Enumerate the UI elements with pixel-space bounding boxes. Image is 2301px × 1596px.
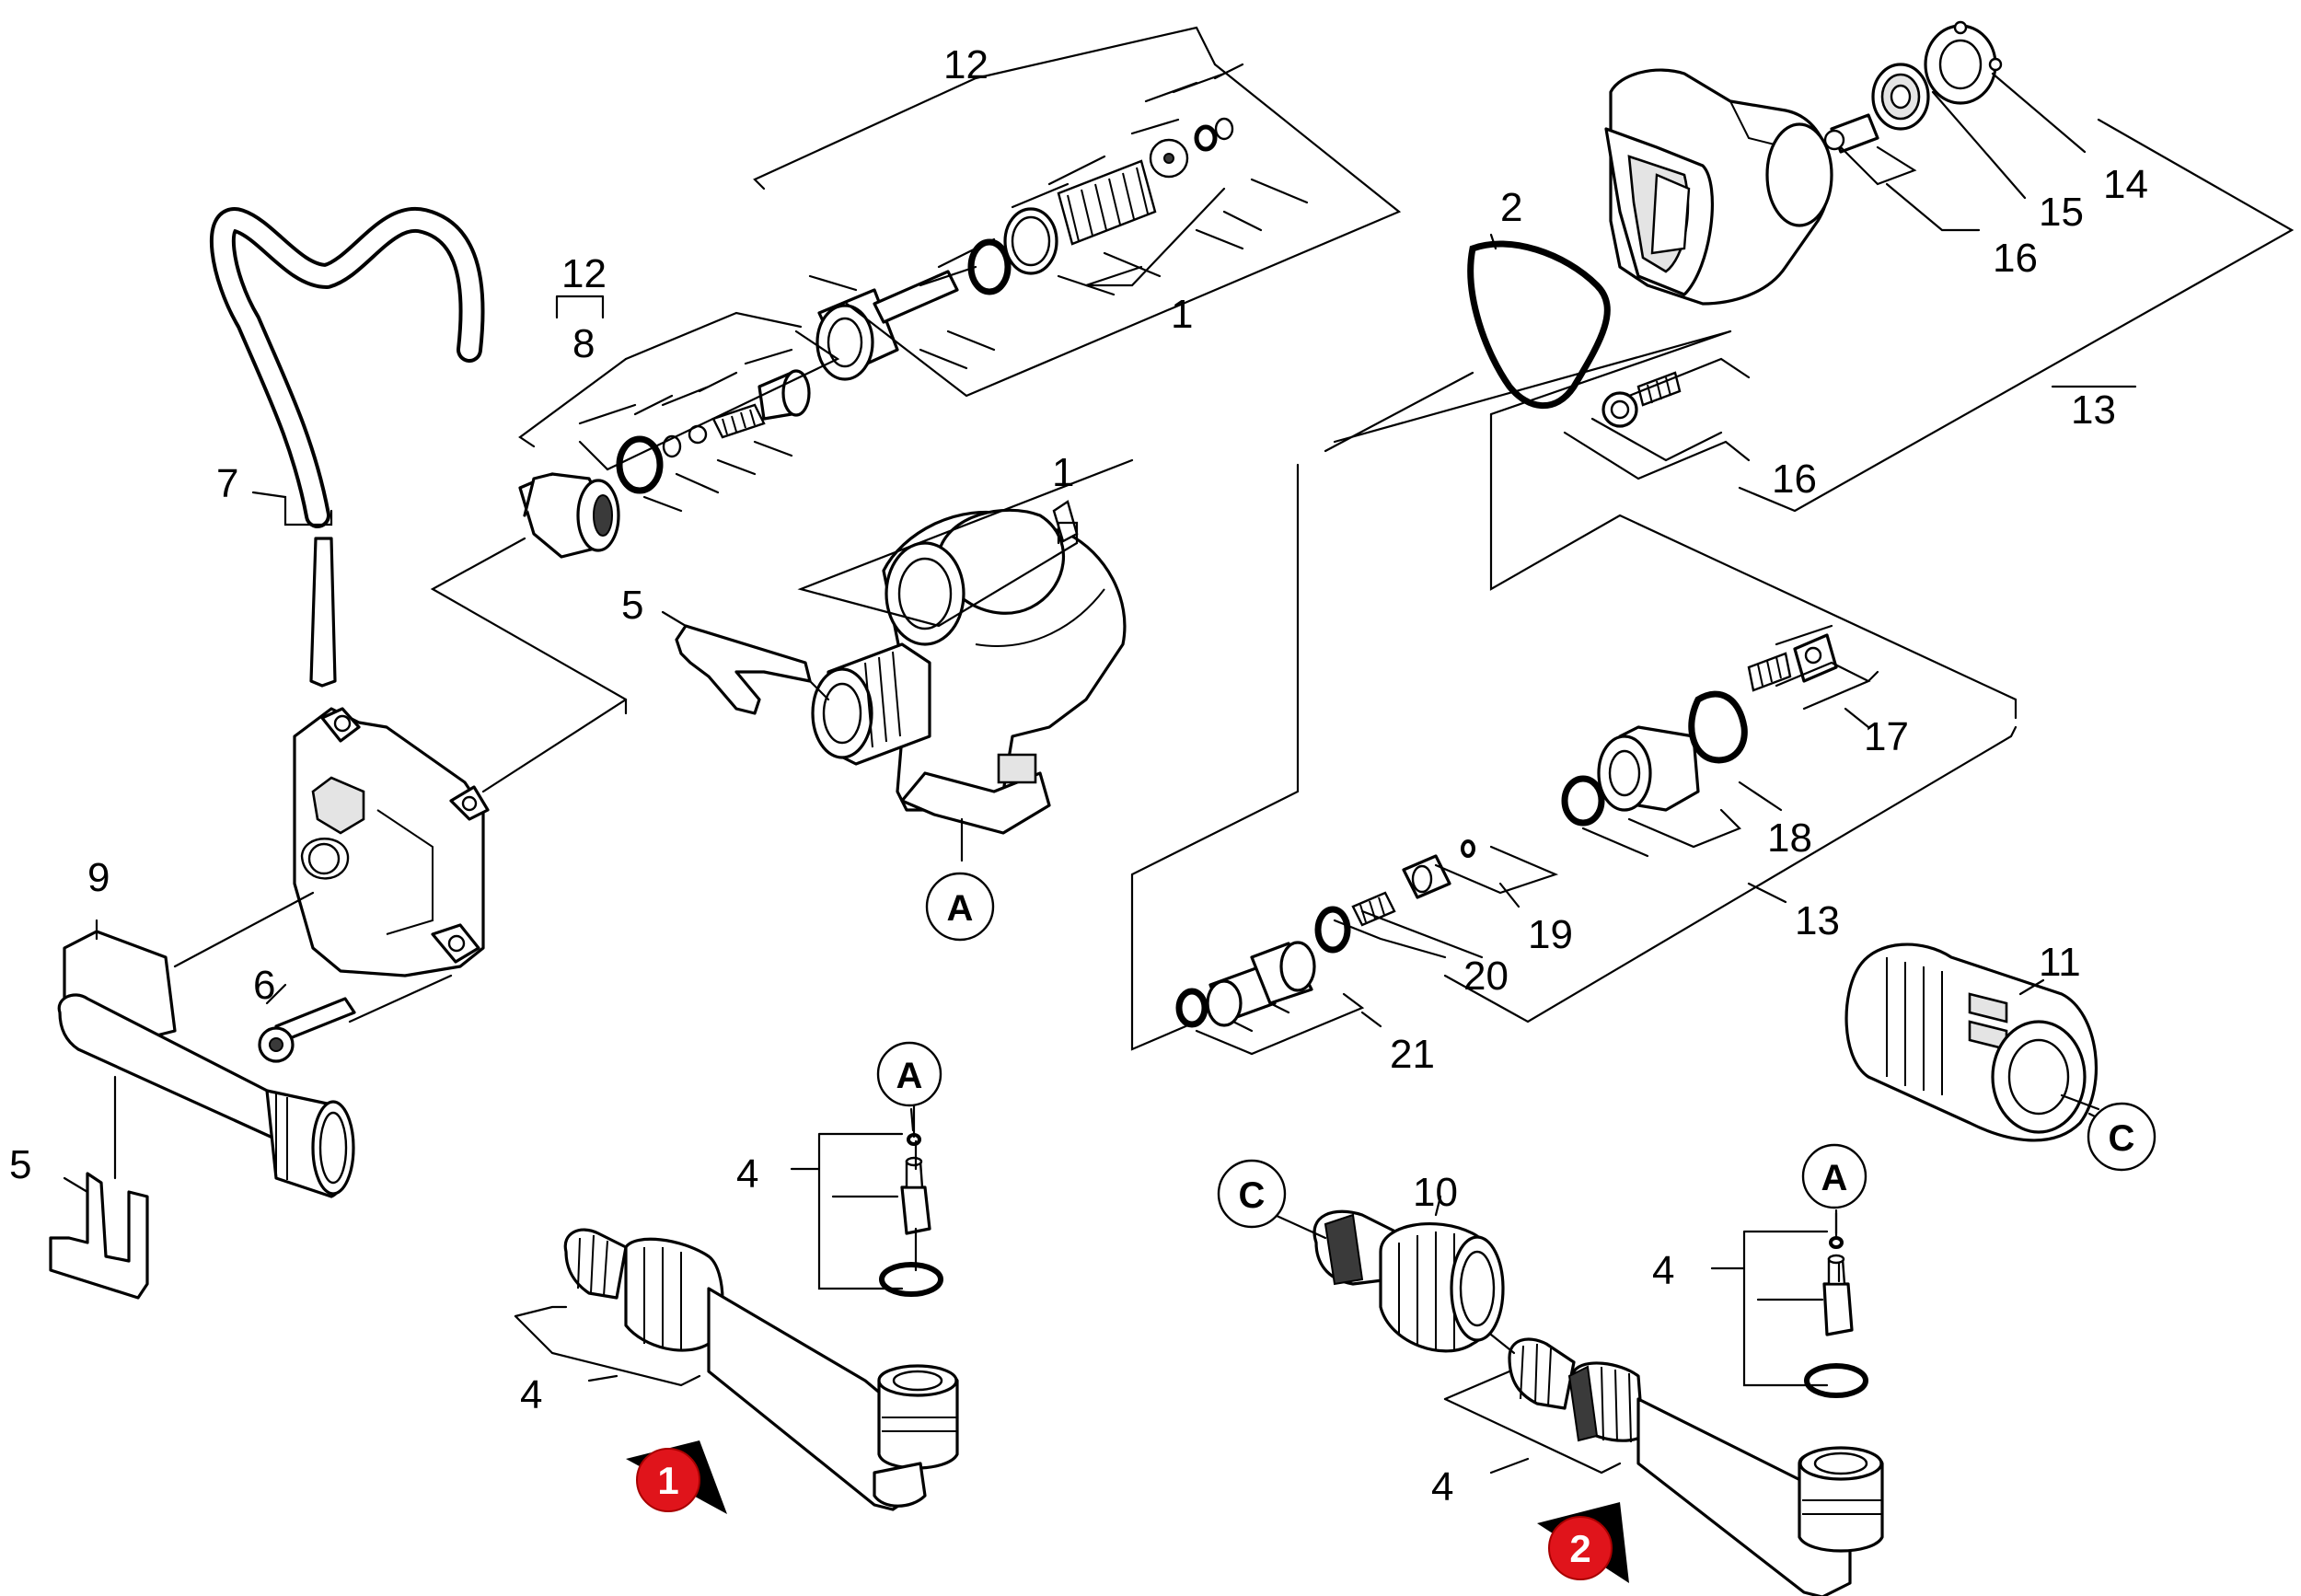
callout-1-valve: 1 (1171, 292, 1193, 337)
seal-set-14-15-16 (1823, 20, 2003, 154)
callout-21: 21 (1390, 1032, 1435, 1077)
reference-markers: A A A C C (876, 872, 2156, 1229)
callout-2: 2 (1500, 185, 1522, 230)
callout-11: 11 (2039, 940, 2081, 985)
callout-16-lower: 16 (1772, 457, 1817, 502)
valve-set-19-20-21 (1175, 839, 1475, 1028)
callout-4-right-lower: 4 (1431, 1464, 1453, 1509)
callout-19: 19 (1528, 912, 1573, 957)
callout-18: 18 (1767, 815, 1812, 861)
retaining-clip-upper (675, 624, 812, 715)
callout-5-lower: 5 (9, 1142, 31, 1187)
svg-text:A: A (1821, 1158, 1848, 1198)
callout-12-left: 12 (561, 251, 607, 296)
center-pump-body (811, 500, 1127, 835)
callout-17: 17 (1864, 714, 1909, 759)
quick-coupling-11 (1844, 943, 2098, 1142)
reference-a-right: A (1801, 1143, 1867, 1209)
valve-16 (1601, 371, 1682, 428)
elbow-fitting (518, 472, 620, 559)
callout-labels: 12 12 8 1 1 7 5 5 9 6 2 14 15 16 16 13 1… (9, 42, 2148, 1509)
left-outlet-pipe (57, 930, 355, 1198)
socket-screw (258, 997, 356, 1063)
retaining-clip-lower (49, 1172, 149, 1300)
callout-4-left-lower: 4 (520, 1372, 542, 1417)
reference-c-right: C (2087, 1102, 2156, 1172)
valve-set-12 (815, 117, 1234, 381)
reference-a-left: A (876, 1041, 942, 1107)
callout-9: 9 (87, 855, 110, 900)
jet-set-4-right (1804, 1236, 1868, 1398)
callout-8: 8 (572, 321, 595, 366)
callout-7: 7 (216, 461, 238, 506)
callout-1-body: 1 (1052, 450, 1074, 495)
suction-hose (209, 206, 485, 688)
callout-13-lower: 13 (1795, 898, 1840, 943)
variant-badge-2: 2 (1537, 1502, 1629, 1583)
callout-16-top: 16 (1993, 236, 2038, 281)
callout-15: 15 (2039, 190, 2084, 235)
jet-set-4-left (879, 1133, 943, 1297)
callout-14: 14 (2103, 162, 2148, 207)
right-pump-housing (1604, 68, 1833, 306)
svg-text:1: 1 (657, 1459, 678, 1502)
left-valve-housing (293, 707, 490, 977)
reference-a-body: A (925, 872, 995, 942)
svg-text:A: A (947, 888, 974, 929)
callout-12-top: 12 (943, 42, 989, 87)
callout-5-upper: 5 (621, 583, 643, 628)
svg-text:C: C (1239, 1175, 1266, 1216)
reference-c-left: C (1217, 1159, 1287, 1229)
callout-4-left-upper: 4 (736, 1151, 758, 1197)
callout-20: 20 (1463, 954, 1509, 999)
inlet-assembly-2 (1508, 1337, 1884, 1596)
hose-adapter-10 (1312, 1209, 1505, 1353)
leader-lines (63, 26, 2295, 1475)
callout-10: 10 (1413, 1170, 1458, 1215)
valve-set-8 (616, 369, 811, 494)
valve-set-17-18 (1561, 633, 1838, 827)
callout-4-right-upper: 4 (1652, 1248, 1674, 1293)
svg-text:A: A (896, 1056, 923, 1096)
svg-text:C: C (2109, 1118, 2135, 1159)
variant-badge-1: 1 (626, 1440, 727, 1514)
callout-13-top: 13 (2071, 387, 2116, 433)
callout-6: 6 (253, 963, 275, 1008)
inlet-assembly-1 (563, 1228, 959, 1511)
svg-text:2: 2 (1569, 1527, 1590, 1570)
